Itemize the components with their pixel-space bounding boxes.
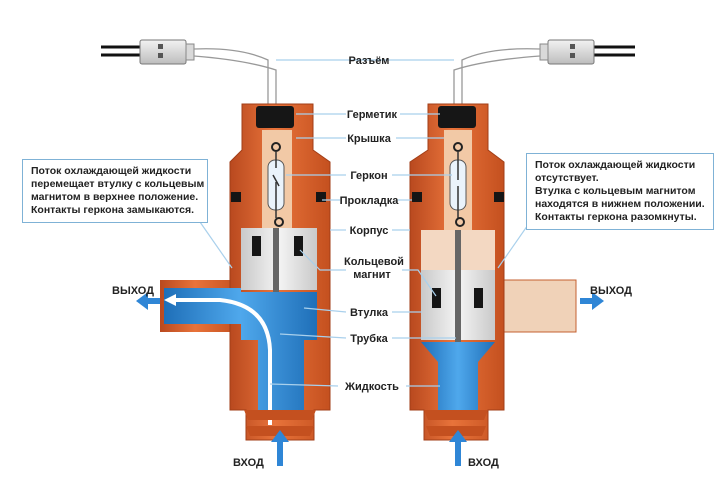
right-note-line: Втулка с кольцевым магнитом: [535, 185, 696, 197]
right-note-line: отсутствует.: [535, 172, 599, 184]
label-sealant: Герметик: [347, 109, 398, 121]
left-connector: [101, 39, 195, 65]
right-note: Поток охлаждающей жидкости отсутствует. …: [526, 153, 714, 230]
label-liquid: Жидкость: [344, 381, 399, 393]
label-ring-magnet-line1: Кольцевой: [344, 256, 404, 268]
label-ring-magnet-line2: магнит: [353, 269, 391, 281]
left-note-line: магнитом в верхнее положение.: [31, 191, 199, 203]
right-note-line: находятся в нижнем положении.: [535, 198, 705, 210]
label-sleeve: Втулка: [350, 307, 389, 319]
left-outlet-label: ВЫХОД: [112, 285, 154, 297]
label-body: Корпус: [350, 225, 389, 237]
right-gasket: [412, 192, 422, 202]
left-note: Поток охлаждающей жидкости перемещает вт…: [22, 159, 208, 223]
right-ring-magnet: [432, 288, 441, 308]
left-gasket: [231, 192, 241, 202]
left-liquid: [164, 288, 317, 420]
right-sensor: [409, 103, 577, 441]
connector-wires: [193, 48, 541, 110]
left-ring-magnet: [252, 236, 261, 256]
right-sealant: [438, 106, 476, 128]
left-note-line: перемещает втулку с кольцевым: [31, 178, 205, 190]
label-cap: Крышка: [347, 133, 392, 145]
right-tube: [455, 230, 461, 342]
left-outlet-arrow: [136, 292, 160, 310]
right-inlet-arrow: [449, 430, 467, 466]
left-note-line: Поток охлаждающей жидкости: [31, 165, 192, 177]
right-note-line: Контакты геркона разомкнуты.: [535, 211, 697, 223]
left-tube: [273, 228, 279, 338]
label-connector: Разъём: [349, 55, 390, 67]
left-sealant: [256, 106, 294, 128]
right-outlet-label: ВЫХОД: [590, 285, 632, 297]
leader-lines: [199, 59, 531, 387]
right-note-line: Поток охлаждающей жидкости: [535, 159, 696, 171]
label-gasket: Прокладка: [340, 195, 400, 207]
center-labels: Разъём Герметик Крышка Геркон Прокладка …: [340, 55, 404, 393]
left-note-line: Контакты геркона замыкаются.: [31, 204, 195, 216]
right-liquid: [421, 342, 495, 420]
flow-arrows: [136, 292, 604, 466]
right-inlet-label: ВХОД: [468, 457, 499, 469]
label-tube: Трубка: [350, 333, 388, 345]
label-reed-switch: Геркон: [350, 170, 387, 182]
right-connector: [539, 39, 635, 65]
left-sensor: [160, 103, 331, 441]
left-inlet-arrow: [271, 430, 289, 466]
right-outlet-arrow: [580, 292, 604, 310]
left-inlet-label: ВХОД: [233, 457, 264, 469]
flow-labels: ВЫХОД ВХОД ВЫХОД ВХОД: [112, 285, 632, 469]
